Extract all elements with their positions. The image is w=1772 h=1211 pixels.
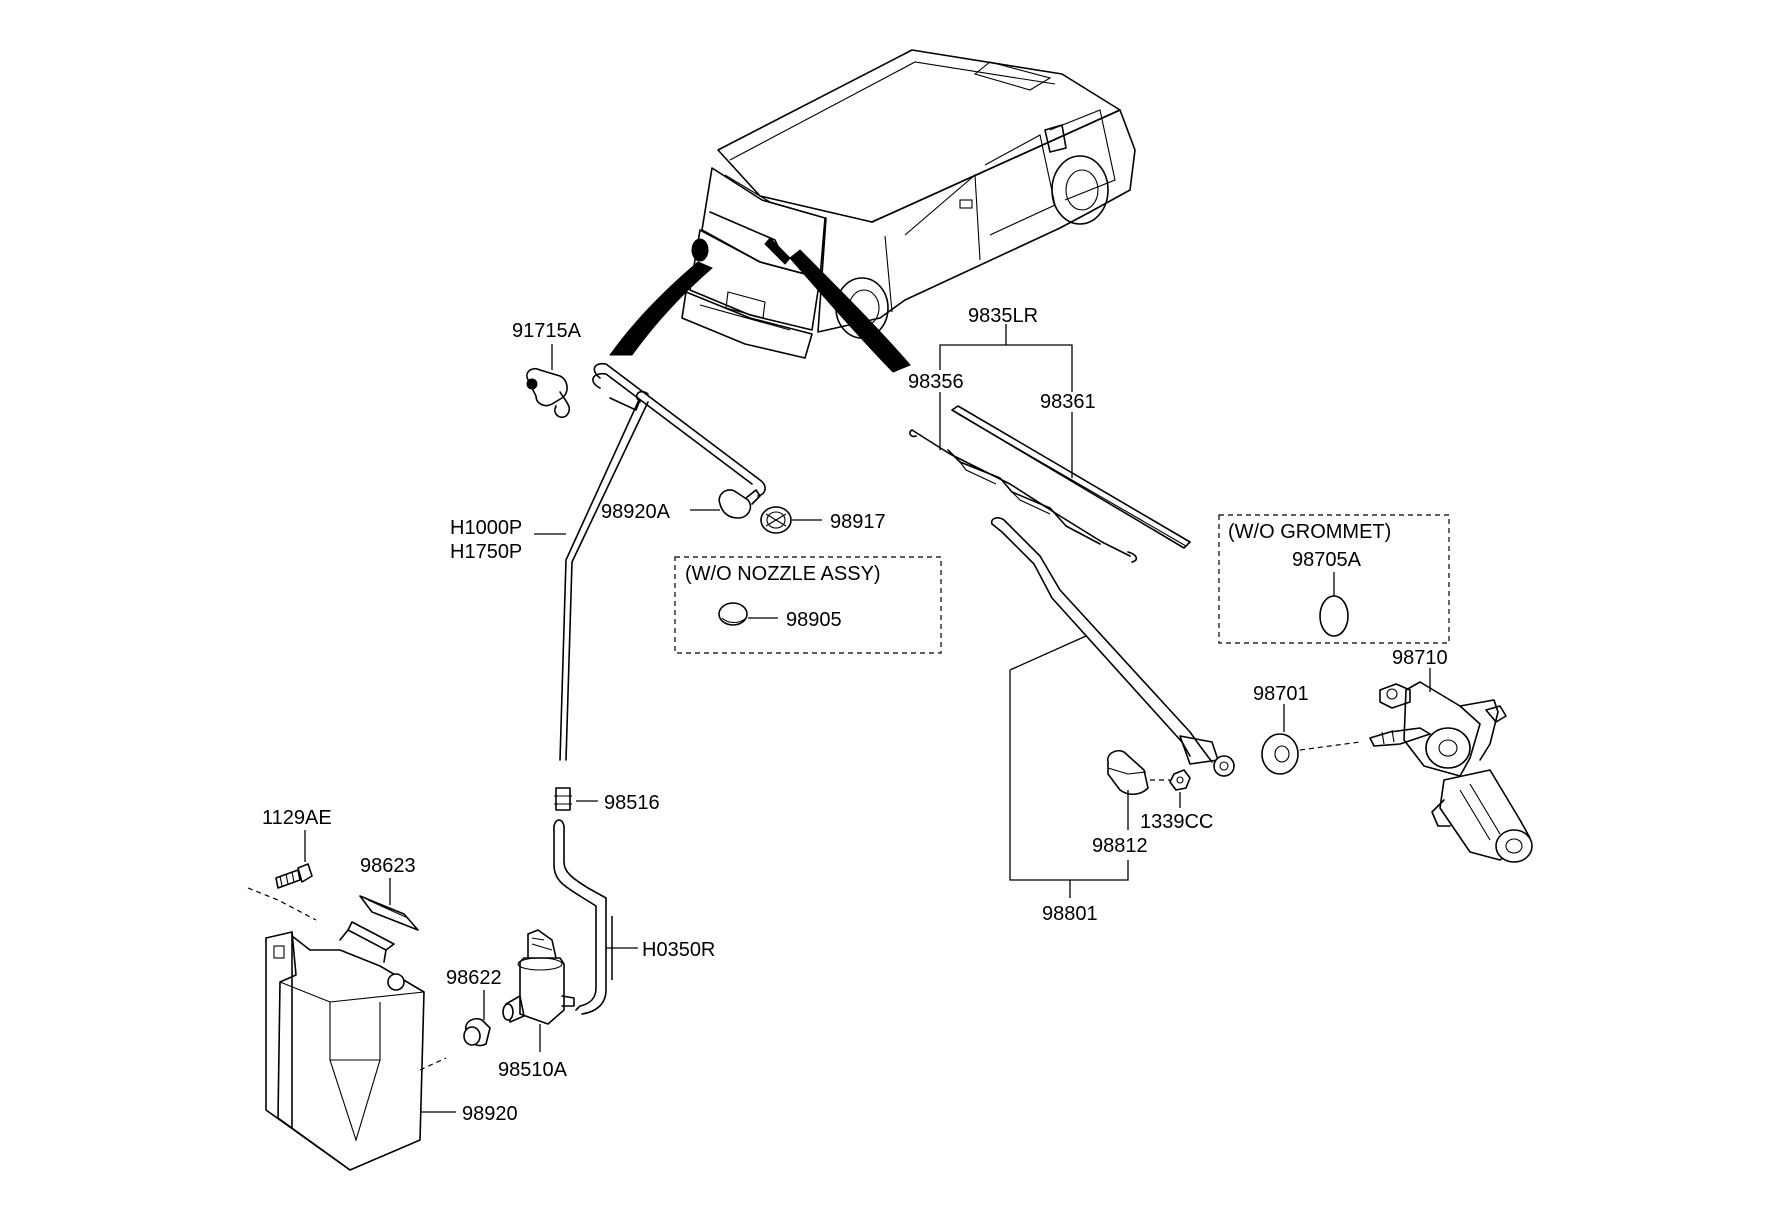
part-98917-grommet: 98917 [760, 506, 886, 534]
label-98917: 98917 [830, 511, 886, 533]
label-1129AE: 1129AE [262, 807, 332, 829]
part-98622-grommet: 98622 [446, 967, 502, 1047]
label-98920A: 98920A [601, 501, 671, 523]
note-box-no-nozzle: (W/O NOZZLE ASSY) 98905 [674, 556, 942, 654]
part-98812-cap: 98812 [1092, 749, 1149, 857]
part-1129AE-bolt: 1129AE [247, 807, 332, 921]
part-1339CC-nut: 1339CC [1140, 769, 1213, 833]
part-91715A-grommet: 91715A [512, 320, 582, 419]
part-98510A-washer-pump: 98510A [498, 929, 575, 1081]
part-98801-wiper-arm: 98801 [990, 517, 1235, 925]
label-98710: 98710 [1392, 647, 1448, 669]
note-box-no-grommet: (W/O GROMMET) 98705A [1218, 514, 1450, 644]
part-98623-filter: 98623 [359, 855, 419, 931]
part-98920-washer-reservoir: 98920 [265, 921, 518, 1171]
label-1339CC: 1339CC [1140, 811, 1213, 833]
label-98705A: 98705A [1292, 549, 1362, 571]
part-9835LR-wiper-blade-assembly: 9835LR 98356 98361 [908, 305, 1191, 563]
note-no-nozzle: (W/O NOZZLE ASSY) [685, 563, 881, 585]
label-98801: 98801 [1042, 903, 1098, 925]
label-H1750P: H1750P [450, 541, 522, 563]
label-98812: 98812 [1092, 835, 1148, 857]
label-9835LR: 9835LR [968, 305, 1038, 327]
label-98622: 98622 [446, 967, 502, 989]
label-98920: 98920 [462, 1103, 518, 1125]
label-91715A: 91715A [512, 320, 582, 342]
label-98510A: 98510A [498, 1059, 568, 1081]
label-98516: 98516 [604, 792, 660, 814]
washer-hose-lower: H0350R [553, 819, 715, 1015]
part-98920A-nozzle: 98920A [601, 489, 761, 523]
van-illustration [609, 49, 1136, 373]
label-98361: 98361 [1040, 391, 1096, 413]
label-H0350R: H0350R [642, 939, 715, 961]
label-98623: 98623 [360, 855, 416, 877]
note-no-grommet: (W/O GROMMET) [1228, 521, 1391, 543]
label-H1000P: H1000P [450, 517, 522, 539]
part-98701-cap: 98701 [1253, 683, 1361, 775]
label-98701: 98701 [1253, 683, 1309, 705]
label-98356: 98356 [908, 371, 964, 393]
part-98516-connector: 98516 [554, 787, 660, 814]
part-98710-wiper-motor: 98710 [1369, 647, 1533, 863]
washer-hose-upper: H1000P H1750P [450, 362, 766, 761]
label-98905: 98905 [786, 609, 842, 631]
